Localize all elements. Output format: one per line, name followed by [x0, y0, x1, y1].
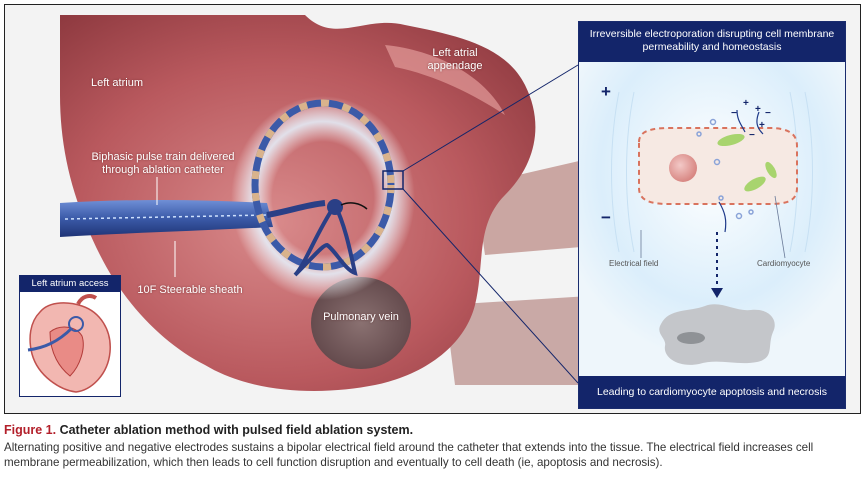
tissue-highlight: [385, 45, 505, 115]
charge-mark: +: [743, 98, 749, 109]
label-pulmonary-vein: Pulmonary vein: [323, 311, 399, 323]
caption-title-text: Catheter ablation method with pulsed fie…: [59, 423, 414, 437]
catheter-tip: [327, 199, 343, 215]
charge-mark: +: [759, 120, 765, 131]
progression-arrowhead: [711, 288, 723, 298]
label-cardiomyocyte: Cardiomyocyte: [757, 259, 811, 268]
plus-sign: +: [601, 82, 611, 101]
ion-arrows: [718, 109, 764, 233]
steerable-sheath: [60, 200, 273, 237]
dead-cell-nucleus: [677, 332, 705, 344]
figure-frame: Left atrium Left atrial appendage Biphas…: [4, 4, 861, 414]
caption-body: Alternating positive and negative electr…: [4, 441, 814, 469]
label-electrical-field: Electrical field: [609, 259, 659, 268]
figure-caption: Figure 1. Catheter ablation method with …: [4, 423, 861, 470]
label-left-atrial-appendage: Left atrial appendage: [427, 47, 483, 72]
panel-footer: Leading to cardiomyocyte apoptosis and n…: [579, 376, 845, 408]
label-biphasic-pulse: Biphasic pulse train delivered through a…: [91, 151, 235, 176]
minus-sign: −: [601, 208, 611, 227]
charge-mark: −: [749, 130, 755, 141]
pulmonary-vein-opening: [311, 277, 411, 369]
guidewire: [340, 202, 368, 210]
catheter-shaft: [266, 200, 326, 218]
charge-marks: + − + − + −: [731, 98, 771, 141]
inset-catheter-loop: [68, 316, 84, 332]
cell-nucleus: [669, 154, 697, 182]
caption-title: Figure 1. Catheter ablation method with …: [4, 423, 861, 438]
zoom-box: [382, 170, 404, 190]
zoom-line-bottom: [402, 188, 579, 384]
charge-mark: −: [765, 108, 771, 119]
sheath-pattern: [64, 214, 268, 220]
label-steerable-sheath: 10F Steerable sheath: [137, 284, 243, 296]
inset-title: Left atrium access: [20, 276, 120, 292]
left-atrium-access-inset: Left atrium access: [19, 275, 121, 397]
cardiomyocyte-leader: [774, 195, 786, 259]
inset-vessel: [76, 294, 98, 306]
label-left-atrium: Left atrium: [91, 77, 143, 89]
charge-mark: +: [755, 104, 761, 115]
mitochondria: [717, 133, 777, 192]
caption-label: Figure 1.: [4, 423, 57, 437]
catheter-spline: [293, 203, 358, 277]
charge-mark: −: [731, 108, 737, 119]
cardiomyocyte-cell: [638, 127, 798, 205]
catheter-electrodes: [251, 99, 395, 271]
zoom-line-top: [402, 64, 579, 172]
inset-sheath: [27, 326, 74, 352]
cell-illustration: + − + − + −: [579, 62, 845, 376]
electroporation-panel: Irreversible electroporation disrupting …: [578, 21, 846, 409]
dead-cell: [659, 304, 775, 365]
panel-header: Irreversible electroporation disrupting …: [579, 22, 845, 62]
vessel-right-lower: [445, 295, 605, 385]
pores: [696, 118, 754, 220]
heart-cross-section: [20, 292, 120, 396]
